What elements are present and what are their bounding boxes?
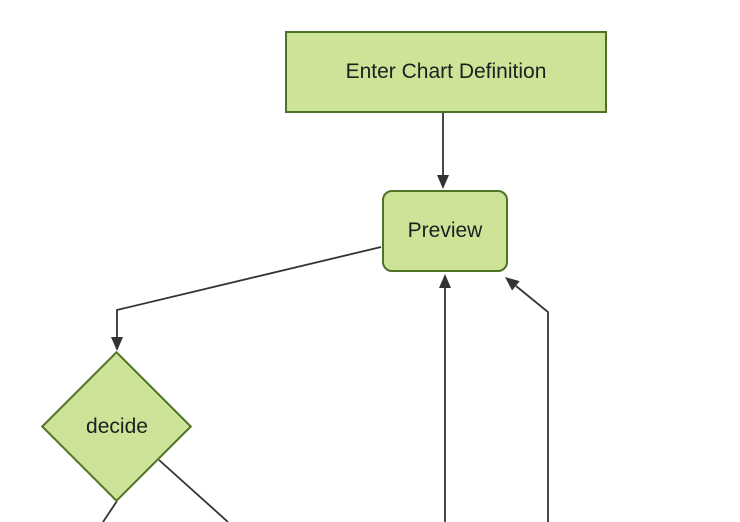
edge-preview-to-decide: [111, 246, 382, 351]
edge-decide-to-offscreen-left: [102, 500, 118, 522]
node-decide-label-wrap: decide: [42, 413, 192, 441]
edge-enter-to-preview: [437, 113, 449, 189]
arrowhead-up-preview-bottom: [439, 274, 451, 288]
arrowhead-upleft-preview-corner: [505, 277, 520, 291]
node-preview-label: Preview: [407, 219, 483, 242]
arrowhead-down-preview-top: [437, 175, 449, 189]
edge-decide-to-offscreen-right: [158, 459, 229, 522]
node-preview: Preview: [382, 190, 508, 272]
node-enter-chart-definition-label: Enter Chart Definition: [345, 60, 547, 83]
node-enter-chart-definition: Enter Chart Definition: [285, 31, 607, 113]
edge-offscreen-to-preview-vertical: [439, 274, 451, 522]
arrowhead-down-decide-top: [111, 337, 123, 351]
node-decide-label: decide: [86, 415, 148, 438]
edge-offscreen-to-preview-diagonal: [505, 277, 549, 522]
